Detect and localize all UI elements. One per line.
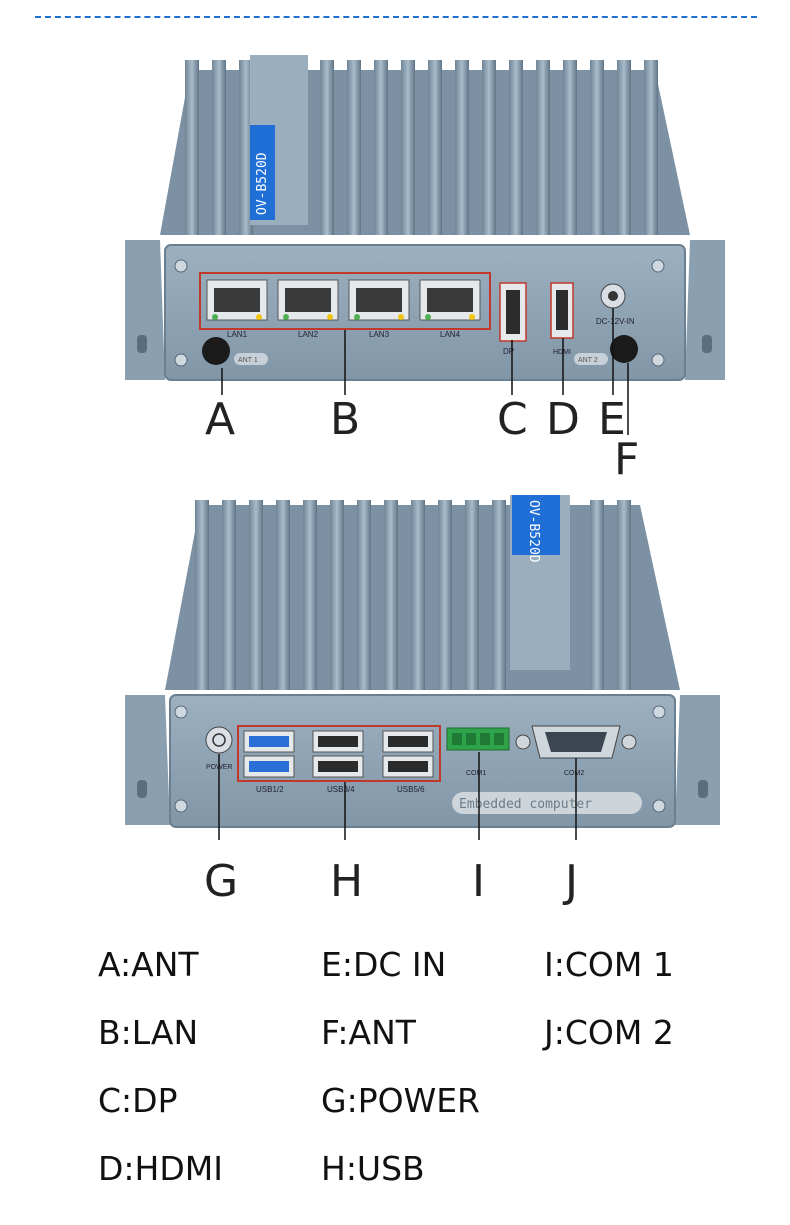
- left-mount-flange-rear: [125, 695, 170, 825]
- callout-b: B: [330, 394, 361, 445]
- legend-a: A:ANT: [98, 945, 199, 984]
- usb34-label: USB3/4: [327, 785, 355, 794]
- brand-stripe: [250, 125, 275, 220]
- callout-a: A: [205, 394, 236, 445]
- right-mount-flange-rear: [675, 695, 720, 825]
- hdmi-label: HDMI: [553, 349, 571, 356]
- lan1-label: LAN1: [227, 330, 248, 339]
- callout-h: H: [330, 856, 364, 907]
- usb-highlight-box: [237, 725, 441, 782]
- dc-in-label: DC-12V-IN: [596, 317, 635, 326]
- callout-e: E: [598, 394, 626, 445]
- lan3-label: LAN3: [369, 330, 390, 339]
- dp-label: DP: [503, 347, 514, 356]
- rear-panel-illustration: OV-B520D POWER USB1/2 US: [125, 495, 720, 840]
- embedded-computer-plate: [452, 792, 642, 814]
- rear-panel-figure: OV-B520D POWER USB1/2 US: [0, 490, 790, 840]
- lan-ports: [206, 279, 481, 321]
- lan-highlight-box: [199, 272, 491, 330]
- usb-ports: [243, 730, 434, 778]
- lan2-label: LAN2: [298, 330, 319, 339]
- left-mount-flange: [125, 240, 165, 380]
- callout-f: F: [614, 434, 640, 485]
- legend-g: G:POWER: [321, 1081, 480, 1120]
- brand-stripe-rear: [512, 495, 560, 555]
- com1-terminal: [446, 727, 510, 751]
- legend-f: F:ANT: [321, 1013, 416, 1052]
- power-button: [205, 726, 233, 754]
- callout-leader-lines: [221, 308, 629, 435]
- embedded-computer-text: Embedded computer: [459, 797, 592, 812]
- legend-i: I:COM 1: [544, 945, 674, 984]
- legend-e: E:DC IN: [321, 945, 447, 984]
- lan4-label: LAN4: [440, 330, 461, 339]
- usb12-label: USB1/2: [256, 785, 284, 794]
- antenna-left: [202, 337, 230, 365]
- callout-leader-lines-rear: [218, 752, 577, 840]
- antenna-right: [610, 335, 638, 363]
- com1-label: COM1: [466, 770, 486, 777]
- heatsink-fins: [185, 60, 658, 235]
- legend-c: C:DP: [98, 1081, 178, 1120]
- callout-i: I: [472, 856, 485, 907]
- callout-g: G: [204, 856, 239, 907]
- legend-h: H:USB: [321, 1149, 425, 1188]
- top-dashed-divider: [35, 16, 757, 18]
- legend-j: J:COM 2: [544, 1013, 674, 1052]
- callout-j: J: [565, 856, 578, 907]
- front-panel-illustration: OV-B520D LAN1 LAN2 LAN3: [125, 55, 725, 435]
- legend-b: B:LAN: [98, 1013, 199, 1052]
- callout-d: D: [546, 394, 580, 445]
- right-mount-flange: [685, 240, 725, 380]
- brand-model-text-rear: OV-B520D: [526, 500, 541, 563]
- ant2-label: ANT 2: [578, 357, 598, 364]
- ant1-label: ANT 1: [238, 357, 258, 364]
- legend-d: D:HDMI: [98, 1149, 223, 1188]
- front-panel-figure: OV-B520D LAN1 LAN2 LAN3: [0, 40, 790, 480]
- heatsink-fins-rear: [195, 500, 631, 690]
- callout-c: C: [497, 394, 528, 445]
- brand-model-text: OV-B520D: [255, 152, 270, 215]
- com2-label: COM2: [564, 770, 584, 777]
- usb56-label: USB5/6: [397, 785, 425, 794]
